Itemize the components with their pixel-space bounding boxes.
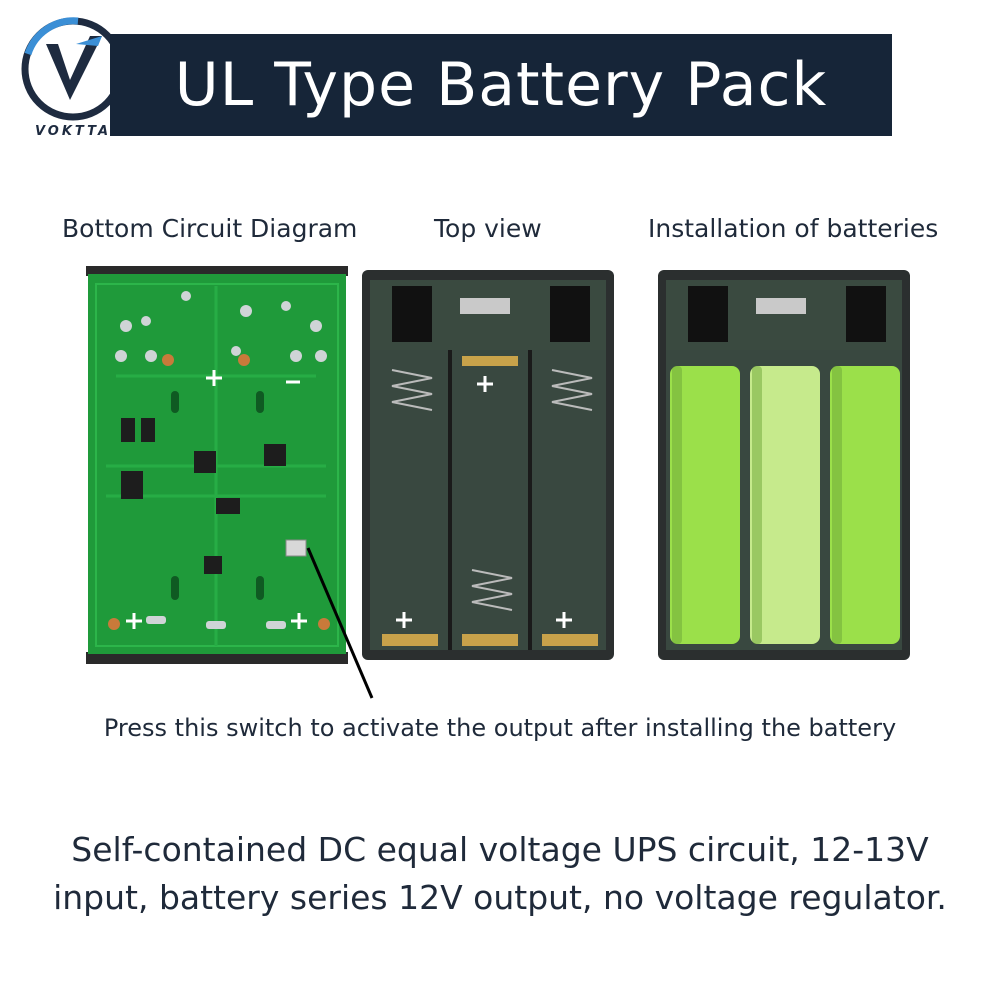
panel-label-circuit: Bottom Circuit Diagram: [62, 214, 358, 243]
description-line-1: Self-contained DC equal voltage UPS circ…: [71, 830, 929, 869]
panel-label-top-view: Top view: [434, 214, 542, 243]
switch-caption: Press this switch to activate the output…: [103, 714, 897, 742]
product-description: Self-contained DC equal voltage UPS circ…: [40, 826, 960, 922]
top-view-photo: [362, 270, 614, 660]
description-line-2: input, battery series 12V output, no vol…: [53, 878, 947, 917]
batteries-installed-photo: [658, 270, 910, 660]
panel-label-installation: Installation of batteries: [648, 214, 939, 243]
pcb-photo: [86, 266, 348, 664]
title-banner: UL Type Battery Pack: [110, 34, 892, 136]
page-title: UL Type Battery Pack: [174, 50, 828, 120]
brand-name: VOKTTA: [34, 124, 112, 139]
